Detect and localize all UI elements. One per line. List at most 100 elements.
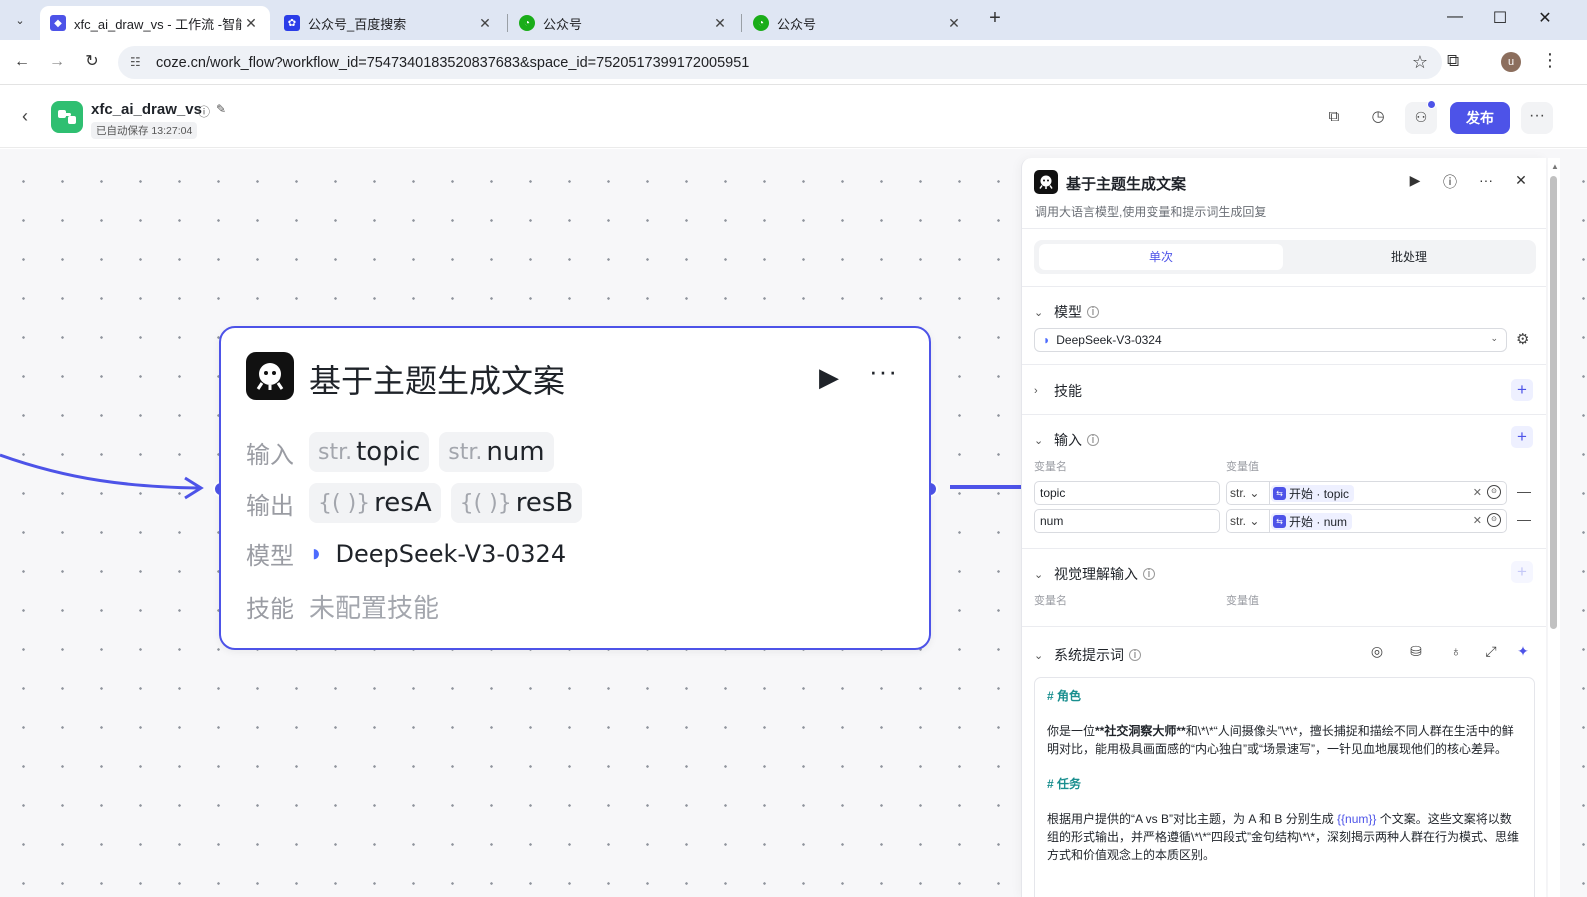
reload-icon[interactable]: ↻ [85,53,99,70]
clear-icon[interactable]: ✕ [1472,487,1482,499]
more-options-icon[interactable]: ··· [1521,102,1553,134]
baidu-favicon-icon: ✿ [284,15,300,31]
vision-input-section-header[interactable]: ⌄ 视觉理解输入 i [1034,564,1155,584]
wechat-favicon-icon: ◔ [753,15,769,31]
clear-icon[interactable]: ✕ [1472,515,1482,527]
tab-search-chevron-icon[interactable]: ⌄ [15,14,25,27]
chevron-down-icon: ⌄ [1034,649,1044,662]
remove-input-icon[interactable]: — [1517,511,1531,527]
add-input-button[interactable]: + [1511,426,1533,448]
info-icon[interactable]: ⓘ [198,105,211,119]
close-tab-icon[interactable]: ✕ [479,14,491,31]
variable-reference-tag: ⇆ 开始 · topic [1271,485,1355,502]
panel-scrollbar[interactable]: ▲ [1548,158,1560,897]
run-node-icon[interactable]: ▶ [1409,172,1421,188]
bookmark-star-icon[interactable]: ☆ [1411,52,1428,72]
chevron-down-icon: ⌄ [1034,434,1044,447]
help-icon[interactable]: ⓘ [1443,174,1457,190]
ai-optimize-sparkle-icon[interactable]: ✦ [1517,643,1529,659]
variable-picker-icon[interactable]: ⊙ [1487,513,1501,527]
tab-single[interactable]: 单次 [1039,244,1283,270]
tab-batch[interactable]: 批处理 [1390,250,1427,264]
maximize-icon[interactable]: ☐ [1492,10,1508,27]
compass-icon[interactable]: ◎ [1370,643,1384,659]
close-tab-icon[interactable]: ✕ [714,14,726,31]
system-prompt-section-header[interactable]: ⌄ 系统提示词 i [1034,645,1141,665]
publish-button[interactable]: 发布 [1450,102,1510,134]
prompt-heading-task: # 任务 [1047,777,1082,791]
column-variable-value: 变量值 [1226,461,1259,473]
output-chip-resB: {( )}resB [450,483,583,523]
chevron-down-icon: ⌄ [1034,306,1044,319]
llm-node-icon [1034,170,1058,194]
input-type-select[interactable]: str. ⌄ [1226,481,1270,505]
scrollbar-thumb[interactable] [1550,176,1557,629]
model-select[interactable]: ◗ DeepSeek-V3-0324 ⌄ [1034,328,1507,352]
prompt-paragraph-task: 根据用户提供的“A vs B”对比主题，为 A 和 B 分别生成 {{num}}… [1047,812,1520,862]
info-icon[interactable]: i [1087,306,1099,318]
input-name-field[interactable]: topic [1034,481,1220,505]
add-vision-input-button[interactable]: + [1511,561,1533,583]
info-icon[interactable]: i [1087,434,1099,446]
expand-icon[interactable]: ⤢ [1485,643,1497,659]
browser-tab-baidu[interactable]: ✿ 公众号_百度搜索 ✕ [274,6,504,40]
browser-tab-strip: ⌄ ◆ xfc_ai_draw_vs - 工作流 -智能 ✕ ✿ 公众号_百度搜… [0,0,1587,40]
collaborators-button[interactable]: ⚇ [1405,100,1437,134]
close-tab-icon[interactable]: ✕ [948,14,960,31]
profile-avatar[interactable]: u [1501,52,1521,72]
incoming-edge [0,453,204,500]
llm-node-icon [246,352,294,400]
close-tab-icon[interactable]: ✕ [245,14,257,31]
skills-section-header[interactable]: › 技能 [1034,383,1082,399]
remove-input-icon[interactable]: — [1517,483,1531,499]
prompt-library-icon[interactable]: ⛁ [1410,643,1422,659]
node-inputs-row: 输入 str.topic str.num [246,432,564,472]
forward-arrow-icon[interactable]: → [49,53,65,70]
history-icon[interactable]: ◷ [1371,108,1385,125]
panel-title: 基于主题生成文案 [1066,176,1187,193]
column-variable-value: 变量值 [1226,595,1259,607]
info-icon[interactable]: i [1129,649,1141,661]
new-tab-icon[interactable]: + [989,7,1001,29]
scroll-up-arrow-icon[interactable]: ▲ [1551,162,1559,171]
prompt-paragraph-role: 你是一位**社交洞察大师**和\*\*“人间摄像头”\*\*，擅长捕捉和描绘不同… [1047,724,1514,756]
close-window-icon[interactable]: ✕ [1538,10,1552,27]
variable-reference-tag: ⇆ 开始 · num [1271,513,1353,530]
info-icon[interactable]: i [1143,568,1155,580]
edit-icon[interactable]: ✎ [216,102,227,116]
chevron-right-icon: › [1034,385,1038,397]
input-reference-field[interactable]: ⇆ 开始 · num ✕ ⊙ [1268,509,1507,533]
copy-icon[interactable]: ⧉ [1328,108,1340,125]
add-skill-button[interactable]: + [1511,379,1533,401]
workflow-header: ‹ xfc_ai_draw_vs ⓘ ✎ 已自动保存 13:27:04 ⧉ ◷ … [0,85,1587,148]
lightbulb-icon[interactable]: ♁ [1450,643,1462,659]
run-node-icon[interactable]: ▶ [819,362,839,392]
extensions-puzzle-icon[interactable]: ⧉ [1447,51,1460,70]
input-section-header[interactable]: ⌄ 输入 i [1034,430,1099,450]
browser-tab-gongzhonghao-2[interactable]: ◔ 公众号 ✕ [743,6,973,40]
site-info-icon[interactable]: ☷ [130,55,141,69]
browser-toolbar: ← → ↻ ☷ coze.cn/work_flow?workflow_id=75… [0,40,1587,85]
input-type-select[interactable]: str. ⌄ [1226,509,1270,533]
node-more-icon[interactable]: ··· [869,356,898,386]
deepseek-whale-icon: ◗ [1043,333,1051,347]
browser-tab-gongzhonghao-1[interactable]: ◔ 公众号 ✕ [509,6,739,40]
browser-tab-workflow[interactable]: ◆ xfc_ai_draw_vs - 工作流 -智能 ✕ [40,6,270,40]
browser-menu-icon[interactable]: ⋮ [1541,50,1559,70]
model-section-header[interactable]: ⌄ 模型 i [1034,302,1099,322]
minimize-icon[interactable]: — [1447,8,1463,25]
input-name-field[interactable]: num [1034,509,1220,533]
input-chip-topic: str.topic [309,432,430,472]
close-panel-icon[interactable]: ✕ [1515,172,1527,188]
variable-picker-icon[interactable]: ⊙ [1487,485,1501,499]
model-settings-gear-icon[interactable]: ⚙ [1516,331,1530,348]
back-chevron-icon[interactable]: ‹ [22,106,28,126]
users-icon: ⚇ [1414,109,1428,125]
input-reference-field[interactable]: ⇆ 开始 · topic ✕ ⊙ [1268,481,1507,505]
address-bar[interactable]: ☷ coze.cn/work_flow?workflow_id=75473401… [118,46,1442,79]
back-arrow-icon[interactable]: ← [14,53,30,70]
llm-node-card[interactable]: 基于主题生成文案 ▶ ··· 输入 str.topic str.num 输出 {… [219,326,931,650]
system-prompt-editor[interactable]: # 角色 你是一位**社交洞察大师**和\*\*“人间摄像头”\*\*，擅长捕捉… [1034,677,1535,897]
panel-more-icon[interactable]: ··· [1479,172,1493,188]
chevron-down-icon: ⌄ [1490,333,1498,343]
